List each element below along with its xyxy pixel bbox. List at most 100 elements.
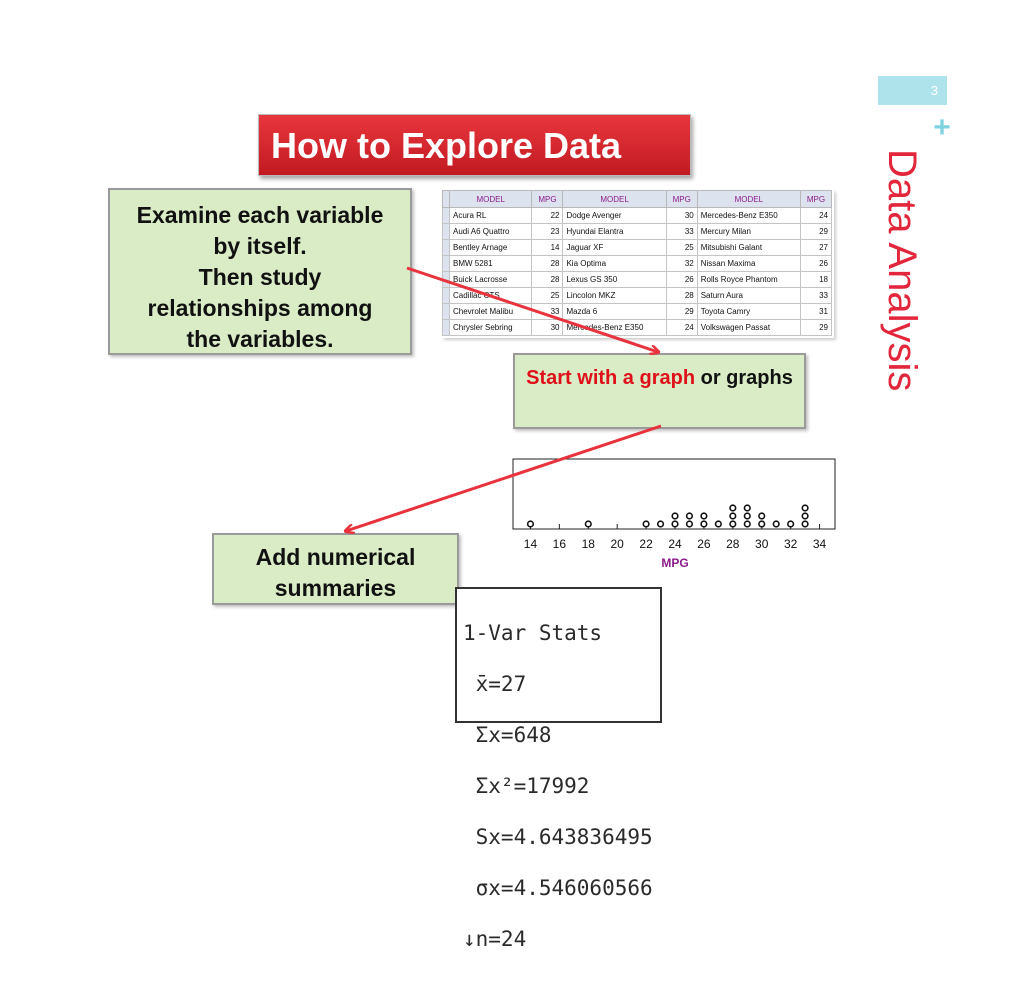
model-cell: Mercedes-Benz E350 xyxy=(696,207,801,224)
model-cell: Kia Optima xyxy=(562,255,667,272)
summaries-line: summaries xyxy=(274,575,397,601)
row-index-cell xyxy=(442,255,450,272)
row-index-cell xyxy=(442,287,450,304)
slide-title-banner: How to Explore Data xyxy=(258,114,691,176)
dot-plot-x-label: MPG xyxy=(661,556,689,570)
mpg-cell: 26 xyxy=(799,255,833,272)
mpg-cell: 30 xyxy=(665,207,698,224)
column-header: MODEL xyxy=(562,190,667,208)
mpg-cell: 33 xyxy=(665,223,698,240)
model-cell: Buick Lacrosse xyxy=(448,271,533,288)
model-cell: Mazda 6 xyxy=(562,303,667,320)
calc-line: σx=4.546060566 xyxy=(463,876,653,900)
dot-point xyxy=(642,520,650,528)
model-cell: Audi A6 Quattro xyxy=(448,223,533,240)
x-tick-label: 18 xyxy=(582,537,596,551)
mpg-cell: 28 xyxy=(665,287,698,304)
calc-line: Sx=4.643836495 xyxy=(463,825,653,849)
mpg-cell: 33 xyxy=(799,287,833,304)
x-tick-label: 28 xyxy=(726,537,740,551)
model-cell: Rolls Royce Phantom xyxy=(696,271,801,288)
mpg-cell: 33 xyxy=(531,303,564,320)
mpg-cell: 22 xyxy=(531,207,564,224)
examine-line: relationships among xyxy=(147,295,373,321)
mpg-cell: 24 xyxy=(665,319,698,336)
side-title: Data Analysis xyxy=(880,149,924,439)
graph-highlight-text: Start with a graph xyxy=(526,367,696,389)
mpg-cell: 29 xyxy=(665,303,698,320)
row-index-header xyxy=(442,190,450,208)
examine-line: by itself. xyxy=(213,233,307,259)
dot-point xyxy=(729,512,737,520)
dot-point xyxy=(772,520,780,528)
dot-point xyxy=(671,520,679,528)
mpg-cell: 25 xyxy=(665,239,698,256)
model-cell: Mercedes-Benz E350 xyxy=(562,319,667,336)
mpg-cell: 23 xyxy=(531,223,564,240)
mpg-cell: 31 xyxy=(799,303,833,320)
dot-point xyxy=(729,504,737,512)
model-cell: Jaguar XF xyxy=(562,239,667,256)
mpg-cell: 26 xyxy=(665,271,698,288)
mpg-cell: 24 xyxy=(799,207,833,224)
mpg-cell: 29 xyxy=(799,223,833,240)
dot-point xyxy=(584,520,592,528)
x-tick-label: 14 xyxy=(524,537,538,551)
model-cell: Toyota Camry xyxy=(696,303,801,320)
column-header: MODEL xyxy=(448,190,533,208)
dot-point xyxy=(743,520,751,528)
dot-point xyxy=(526,520,535,528)
x-tick-label: 22 xyxy=(639,537,653,551)
numerical-summaries-box: Add numerical summaries xyxy=(212,533,459,605)
dot-point xyxy=(700,512,708,520)
mpg-cell: 25 xyxy=(531,287,564,304)
mpg-cell: 27 xyxy=(799,239,833,256)
x-tick-label: 16 xyxy=(553,537,567,551)
row-index-cell xyxy=(442,223,450,240)
dot-point xyxy=(787,520,795,528)
model-cell: Mercury Milan xyxy=(696,223,801,240)
column-header: MPG xyxy=(531,190,564,208)
calc-line: ↓n=24 xyxy=(463,927,527,951)
x-tick-label: 20 xyxy=(611,537,625,551)
dot-point xyxy=(743,512,751,520)
model-cell: Mitsubishi Galant xyxy=(696,239,801,256)
calc-line: 1-Var Stats xyxy=(463,621,603,645)
model-cell: Hyundai Elantra xyxy=(562,223,667,240)
model-cell: Acura RL xyxy=(448,207,533,224)
page-number: 3 xyxy=(878,76,947,105)
dot-point xyxy=(685,520,694,528)
slide-title: How to Explore Data xyxy=(271,125,622,166)
x-tick-label: 26 xyxy=(697,537,711,551)
dot-point xyxy=(671,512,679,520)
mpg-cell: 29 xyxy=(799,319,833,336)
examine-variables-box: Examine each variable by itself. Then st… xyxy=(108,188,412,355)
calculator-screen: 1-Var Stats x̄=27 Σx=648 Σx²=17992 Sx=4.… xyxy=(455,587,662,950)
dot-point xyxy=(743,504,751,512)
mpg-cell: 32 xyxy=(665,255,698,272)
mpg-cell: 14 xyxy=(531,239,564,256)
mpg-cell: 28 xyxy=(531,271,564,288)
model-cell: Dodge Avenger xyxy=(562,207,667,224)
calc-line: x̄=27 xyxy=(463,672,527,696)
model-cell: Cadillac CTS xyxy=(448,287,533,304)
x-tick-label: 24 xyxy=(668,537,682,551)
model-cell: Volkswagen Passat xyxy=(696,319,801,336)
start-with-graph-box: Start with a graph or graphs xyxy=(513,353,806,429)
dot-point xyxy=(729,520,737,528)
dot-point xyxy=(656,520,665,528)
dot-point xyxy=(801,504,809,512)
mpg-cell: 30 xyxy=(531,319,564,336)
dot-point xyxy=(801,520,809,528)
examine-line: Then study xyxy=(198,264,322,290)
examine-line: Examine each variable xyxy=(136,202,384,228)
model-cell: Chrysler Sebring xyxy=(448,319,533,336)
